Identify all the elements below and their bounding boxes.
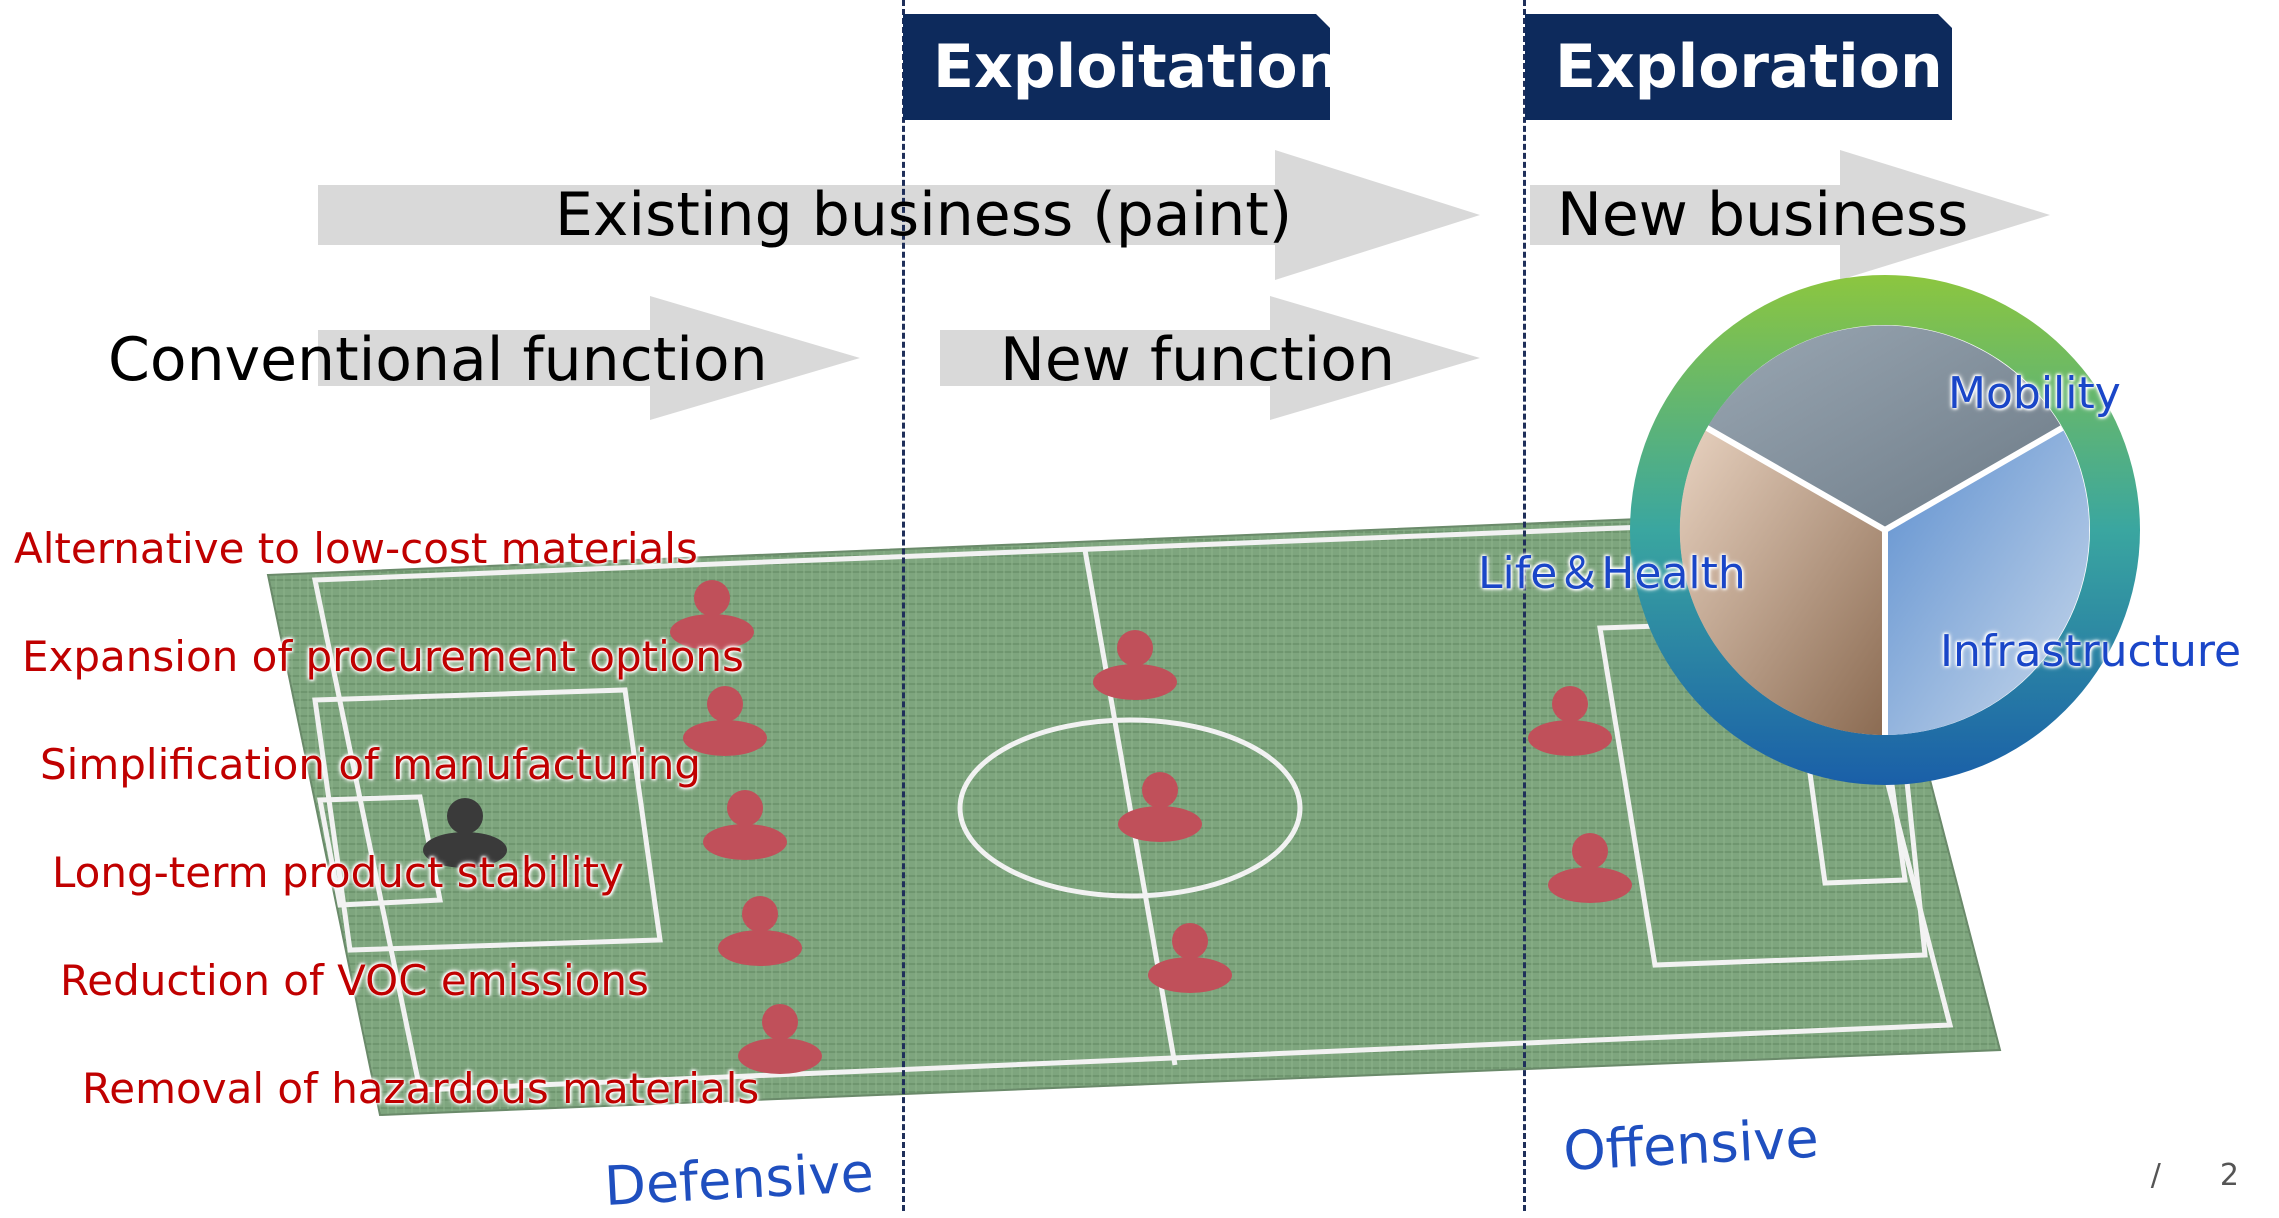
defensive-item: Reduction of VOC emissions bbox=[60, 956, 649, 1005]
player-marker bbox=[670, 580, 754, 650]
defensive-label: Defensive bbox=[602, 1140, 876, 1218]
arrow-new-function bbox=[940, 296, 1480, 420]
application-wheel bbox=[1630, 275, 2140, 785]
defensive-item: Expansion of procurement options bbox=[22, 632, 744, 681]
defensive-item: Simplification of manufacturing bbox=[40, 740, 701, 789]
page-number-value: 2 bbox=[2219, 1158, 2239, 1193]
player-marker bbox=[1093, 630, 1177, 700]
player-marker bbox=[1148, 923, 1232, 993]
player-marker bbox=[1528, 686, 1612, 756]
exploitation-header-label: Exploitation bbox=[933, 32, 1341, 102]
player-marker bbox=[718, 896, 802, 966]
page-number: / 2 bbox=[2151, 1158, 2239, 1193]
defensive-item: Long-term product stability bbox=[52, 848, 624, 897]
player-marker bbox=[1548, 833, 1632, 903]
player-marker bbox=[423, 798, 507, 868]
new-business-label: New business bbox=[1557, 180, 1969, 250]
player-marker bbox=[738, 1004, 822, 1074]
offensive-label: Offensive bbox=[1561, 1106, 1821, 1183]
new-function-label: New function bbox=[1000, 325, 1396, 395]
arrow-new-business bbox=[1530, 150, 2050, 280]
defensive-item: Removal of hazardous materials bbox=[82, 1064, 760, 1113]
exploration-header-label: Exploration bbox=[1555, 32, 1943, 102]
arrow-existing-business bbox=[318, 150, 1480, 280]
players-group bbox=[423, 580, 1632, 1074]
existing-business-label: Existing business (paint) bbox=[555, 180, 1293, 250]
page-slash: / bbox=[2150, 1158, 2161, 1193]
divider-exploitation bbox=[902, 0, 905, 1211]
exploration-header: Exploration bbox=[1525, 14, 1952, 120]
player-marker bbox=[703, 790, 787, 860]
mobility-label: Mobility bbox=[1948, 368, 2121, 419]
life-health-label: Life＆Health bbox=[1478, 548, 1746, 599]
conventional-function-label: Conventional function bbox=[108, 325, 768, 395]
exploitation-header: Exploitation bbox=[903, 14, 1330, 120]
arrow-conventional-function bbox=[318, 296, 860, 420]
defensive-item: Alternative to low-cost materials bbox=[14, 524, 698, 573]
infrastructure-label: Infrastructure bbox=[1940, 626, 2242, 677]
infrastructure-sector bbox=[1885, 428, 2090, 735]
player-marker bbox=[683, 686, 767, 756]
player-marker bbox=[1118, 772, 1202, 842]
life-health-sector bbox=[1679, 428, 1885, 736]
divider-exploration bbox=[1523, 0, 1526, 1211]
